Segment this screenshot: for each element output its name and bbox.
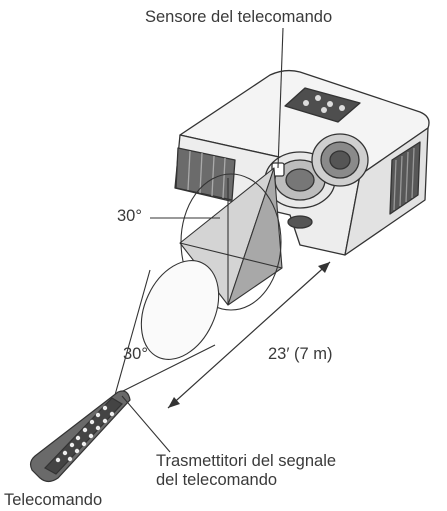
projector-angle-label: 30° <box>117 207 142 225</box>
projector-icon <box>174 69 430 256</box>
distance-label: 23′ (7 m) <box>268 345 333 363</box>
distance-arrow <box>167 261 331 409</box>
sensor-label: Sensore del telecomando <box>145 8 333 26</box>
transmitters-label-line1: Trasmettitori del segnale <box>156 452 337 470</box>
remote-control-icon <box>29 390 131 483</box>
remote-angle-label: 30° <box>123 345 148 363</box>
transmitters-label: Trasmettitori del segnale del telecomand… <box>156 452 336 490</box>
transmitters-label-line2: del telecomando <box>156 470 278 489</box>
transmission-cone <box>114 260 220 396</box>
lens-icon <box>311 133 369 187</box>
remote-label: Telecomando <box>4 491 103 509</box>
